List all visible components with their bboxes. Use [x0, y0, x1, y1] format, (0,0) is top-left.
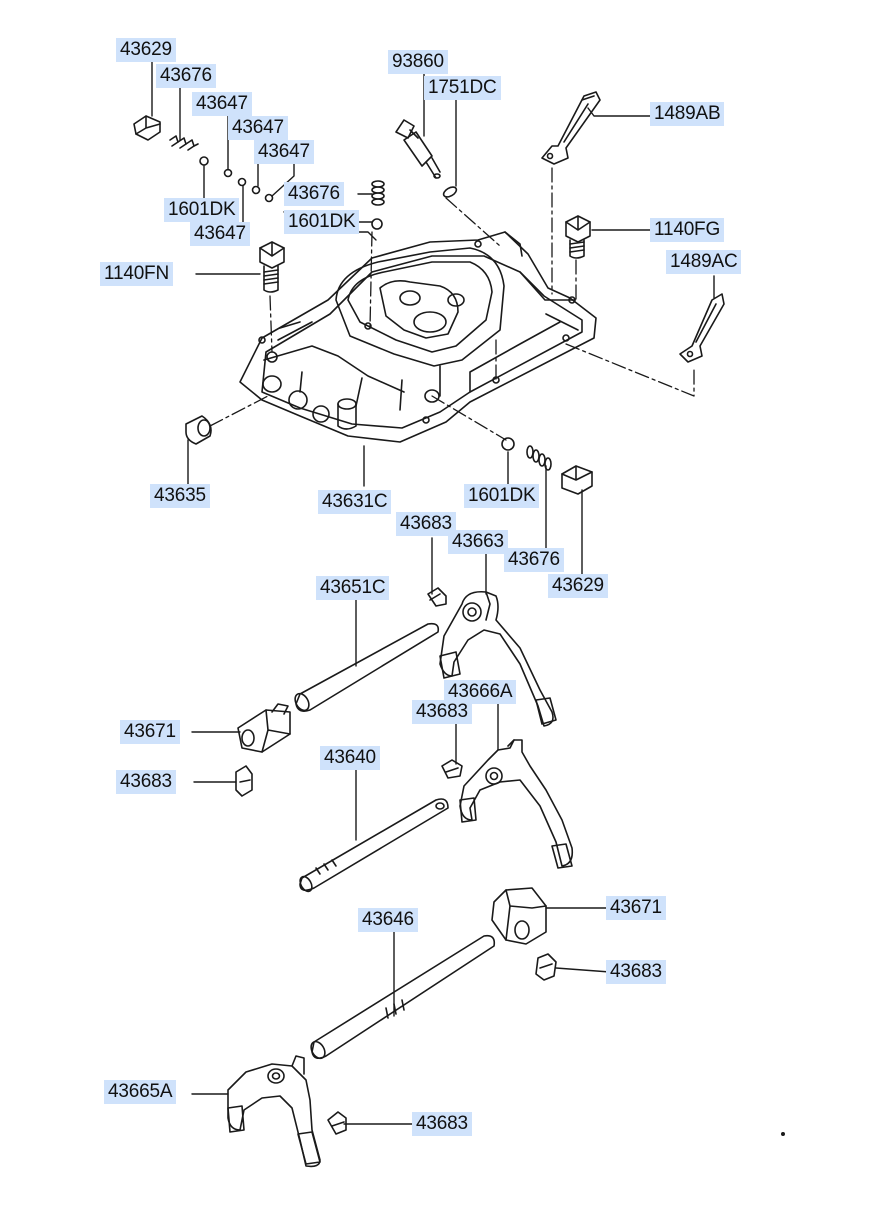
label-43676-upper[interactable]: 43676	[156, 64, 216, 88]
label-43676-lower[interactable]: 43676	[504, 548, 564, 572]
pin-43683-a	[427, 587, 447, 607]
label-43683-e[interactable]: 43683	[412, 1112, 472, 1136]
label-43683-b[interactable]: 43683	[116, 770, 176, 794]
pin-43683-c	[441, 759, 463, 779]
label-43671-upper[interactable]: 43671	[120, 720, 180, 744]
shift-fork-43666a	[459, 739, 574, 869]
spring-43676-middle	[371, 180, 385, 206]
label-43647-a[interactable]: 43647	[192, 92, 252, 116]
label-1751dc[interactable]: 1751DC	[424, 76, 501, 100]
label-1601dk-middle[interactable]: 1601DK	[284, 210, 360, 234]
pin-43683-d	[535, 953, 557, 981]
label-43683-c[interactable]: 43683	[412, 700, 472, 724]
label-1489ac[interactable]: 1489AC	[666, 250, 742, 274]
label-43683-d[interactable]: 43683	[606, 960, 666, 984]
ball-1601dk-lower	[501, 437, 515, 451]
washer-1751dc	[442, 186, 458, 198]
label-1140fn[interactable]: 1140FN	[100, 262, 173, 286]
label-43631c[interactable]: 43631C	[318, 490, 392, 514]
label-43629-lower[interactable]: 43629	[548, 574, 608, 598]
pin-43683-e	[327, 1111, 347, 1135]
plug-43635	[185, 415, 212, 445]
bolt-1140fg	[565, 215, 591, 259]
ball-43647-d	[264, 193, 274, 203]
label-43647-d[interactable]: 43647	[190, 222, 250, 246]
ball-1601dk-upper	[199, 156, 209, 166]
label-1601dk-lower[interactable]: 1601DK	[464, 484, 540, 508]
label-1601dk-upper[interactable]: 1601DK	[164, 198, 240, 222]
ball-43647-c	[251, 185, 261, 195]
ball-1601dk-middle	[371, 218, 383, 230]
label-43651c[interactable]: 43651C	[316, 576, 390, 600]
label-1489ab[interactable]: 1489AB	[650, 102, 725, 126]
shift-rod-43640	[299, 798, 449, 893]
pin-43683-b	[235, 765, 253, 797]
label-43683-a[interactable]: 43683	[396, 512, 456, 536]
label-43671-lower[interactable]: 43671	[606, 896, 666, 920]
label-43646[interactable]: 43646	[358, 908, 418, 932]
label-43640[interactable]: 43640	[320, 746, 380, 770]
label-43663[interactable]: 43663	[448, 530, 508, 554]
bracket-1489ac	[679, 293, 725, 363]
plug-bolt-43629-upper	[133, 115, 161, 141]
spring-43676-upper	[169, 135, 199, 151]
label-43676-middle[interactable]: 43676	[284, 182, 344, 206]
shift-fork-43665a	[227, 1055, 321, 1168]
shift-lug-43671-upper	[237, 703, 291, 753]
shift-lug-43671-lower	[491, 887, 547, 945]
leader-lines	[151, 61, 715, 1125]
label-43635[interactable]: 43635	[150, 484, 210, 508]
shift-rod-43646	[310, 934, 496, 1060]
alignment-lines	[209, 167, 695, 441]
label-93860[interactable]: 93860	[388, 50, 448, 74]
label-43647-b[interactable]: 43647	[228, 116, 288, 140]
control-housing-cover	[239, 231, 597, 443]
label-43629-upper[interactable]: 43629	[116, 38, 176, 62]
label-1140fg[interactable]: 1140FG	[650, 218, 725, 242]
ball-43647-b	[237, 177, 247, 187]
sensor-switch-93860	[395, 119, 441, 179]
plug-bolt-43629-lower	[561, 465, 593, 495]
shift-rod-43651c	[294, 622, 440, 712]
shift-fork-43663	[439, 590, 557, 727]
spring-43676-lower	[526, 445, 552, 471]
label-43665a[interactable]: 43665A	[104, 1080, 177, 1104]
label-43647-c[interactable]: 43647	[254, 140, 314, 164]
label-43666a[interactable]: 43666A	[444, 680, 517, 704]
stray-dot	[780, 1132, 785, 1137]
bolt-1140fn	[259, 241, 285, 293]
bracket-1489ab	[541, 91, 601, 165]
